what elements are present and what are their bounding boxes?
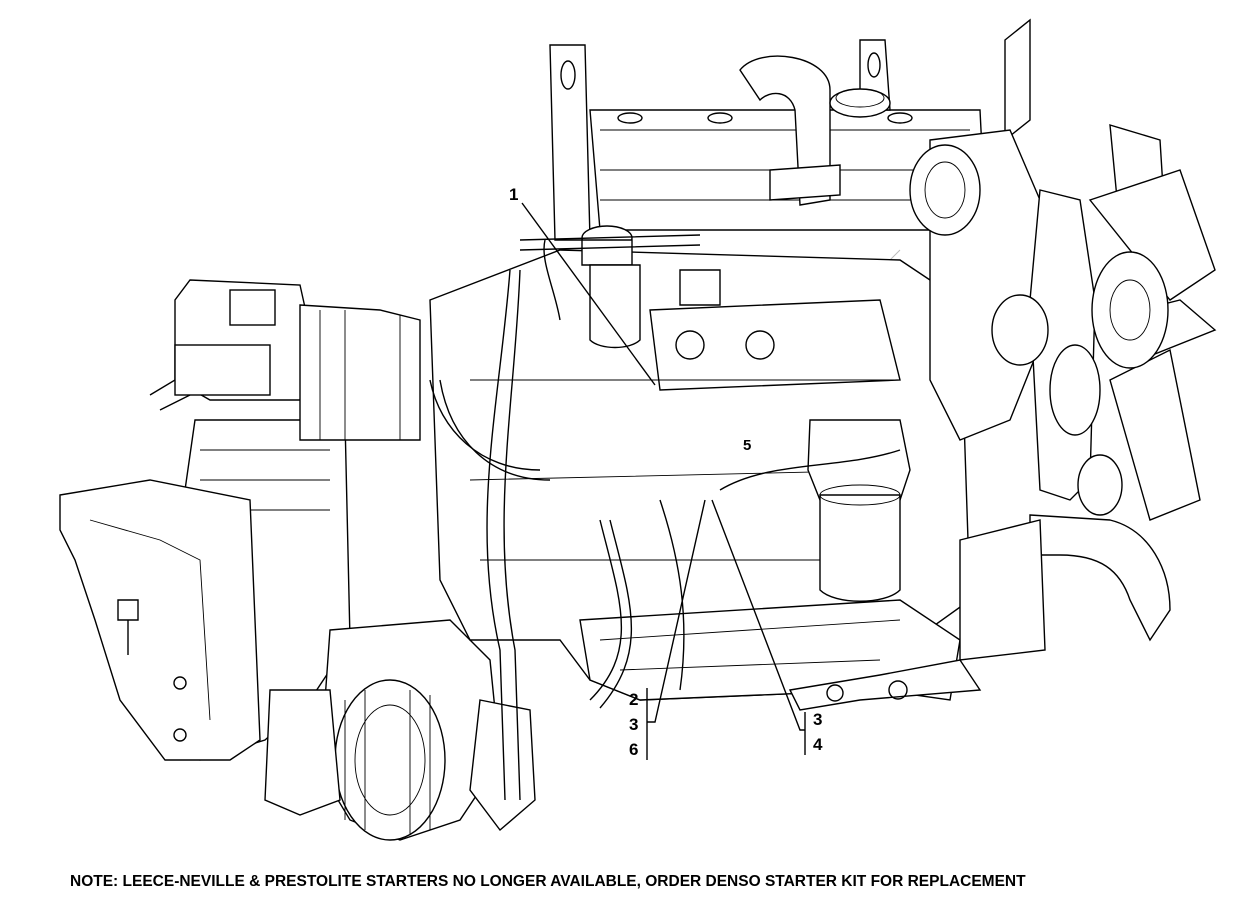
callout-1: 1 [509,185,519,204]
front-drive [909,124,1217,521]
replacement-note: NOTE: LEECE-NEVILLE & PRESTOLITE STARTER… [70,873,1026,890]
fuel-filter-upper [581,225,721,349]
lower-hose [959,514,1171,661]
leader-lines [521,202,806,760]
intake-pipe [739,55,891,206]
callout-2-group-6: 6 [629,740,639,759]
callout-2-group-2: 2 [629,690,639,709]
callout-5: 5 [743,437,752,454]
hydraulic-pump [149,279,421,441]
starter-motor [264,619,536,841]
callout-3-group-3: 3 [813,710,823,729]
oil-filter [807,419,911,602]
bell-housing [59,419,351,761]
hoses-and-harness [429,234,901,801]
oil-pan [788,659,982,711]
callout-3-group-4: 4 [813,735,823,754]
callout-2-group-3: 3 [629,715,639,734]
